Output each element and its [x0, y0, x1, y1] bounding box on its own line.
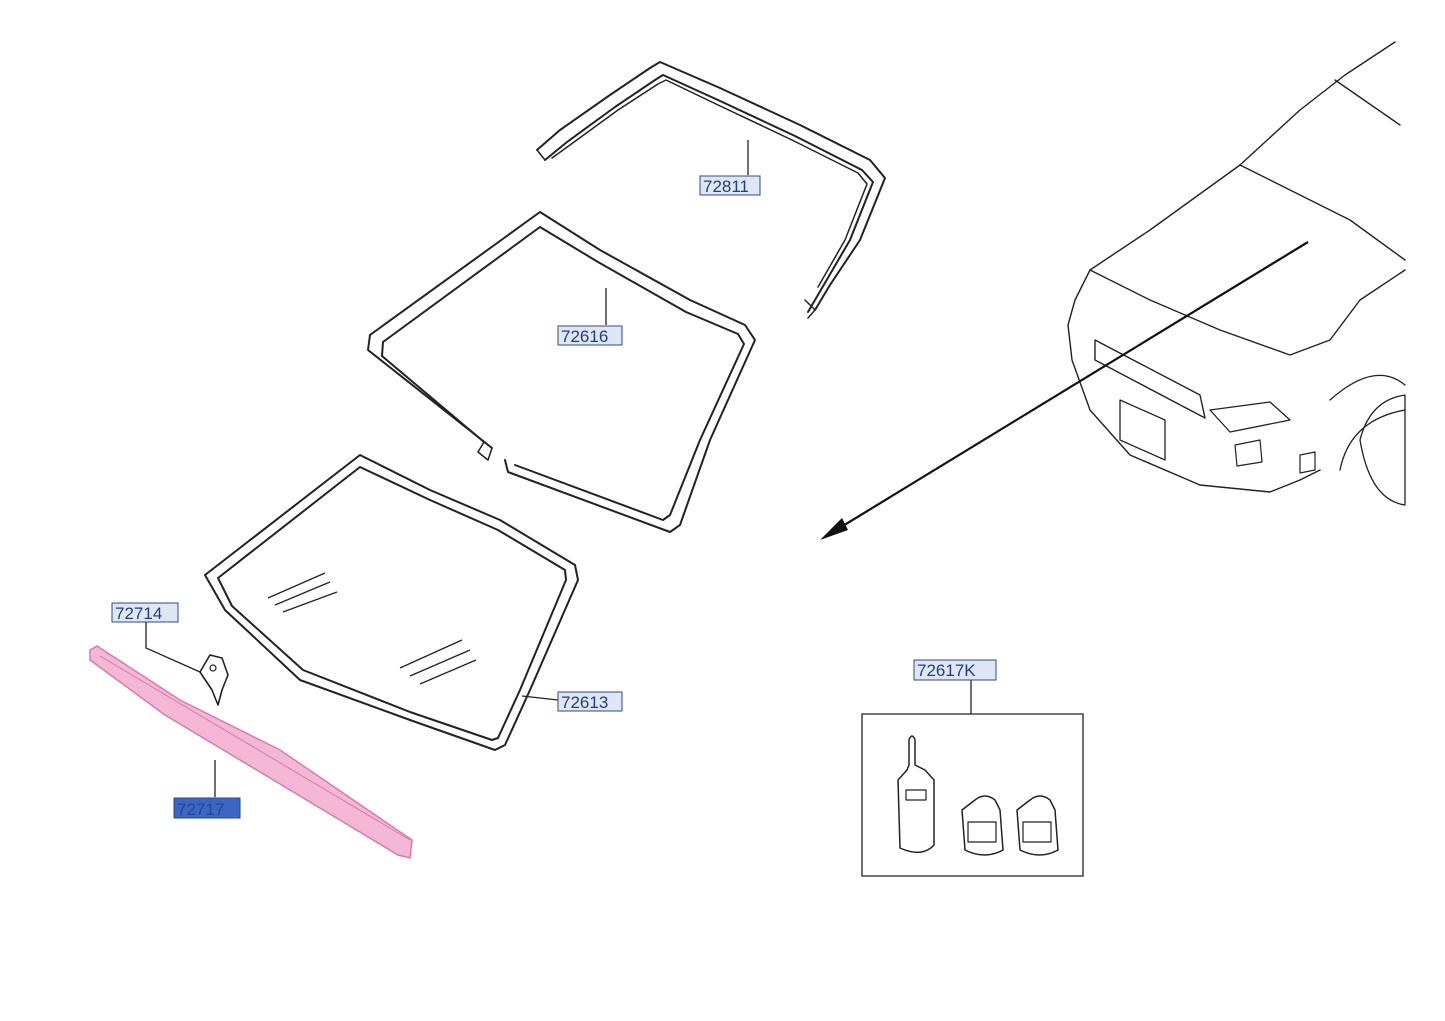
- label-72811[interactable]: 72811: [699, 175, 761, 196]
- windshield-glass-part[interactable]: [204, 454, 579, 751]
- location-arrow: [820, 241, 1309, 540]
- label-72717-selected[interactable]: 72717: [173, 797, 241, 819]
- vehicle-front-drawing: [1067, 41, 1406, 506]
- molding-lower-part[interactable]: [89, 645, 413, 859]
- primer-bottle-icon: [961, 795, 1004, 856]
- sealant-tube-icon: [897, 735, 935, 854]
- molding-upper-part[interactable]: [536, 61, 886, 319]
- dam-rubber-part[interactable]: [367, 211, 756, 533]
- sealant-kit-box[interactable]: [861, 713, 1084, 877]
- svg-text:72616: 72616: [561, 327, 608, 346]
- leader-lines: [145, 140, 972, 797]
- svg-text:72714: 72714: [115, 604, 162, 623]
- svg-text:72717: 72717: [177, 800, 224, 819]
- svg-text:72617K: 72617K: [917, 661, 976, 680]
- clip-part[interactable]: [199, 654, 229, 706]
- svg-text:72613: 72613: [561, 693, 608, 712]
- label-72613[interactable]: 72613: [557, 691, 623, 712]
- primer-bottle-icon-2: [1016, 795, 1059, 856]
- svg-text:72811: 72811: [703, 177, 749, 196]
- label-72617K[interactable]: 72617K: [913, 659, 997, 681]
- glass-reflection-marks: [267, 572, 477, 685]
- label-72616[interactable]: 72616: [557, 325, 623, 346]
- label-72714[interactable]: 72714: [111, 602, 179, 623]
